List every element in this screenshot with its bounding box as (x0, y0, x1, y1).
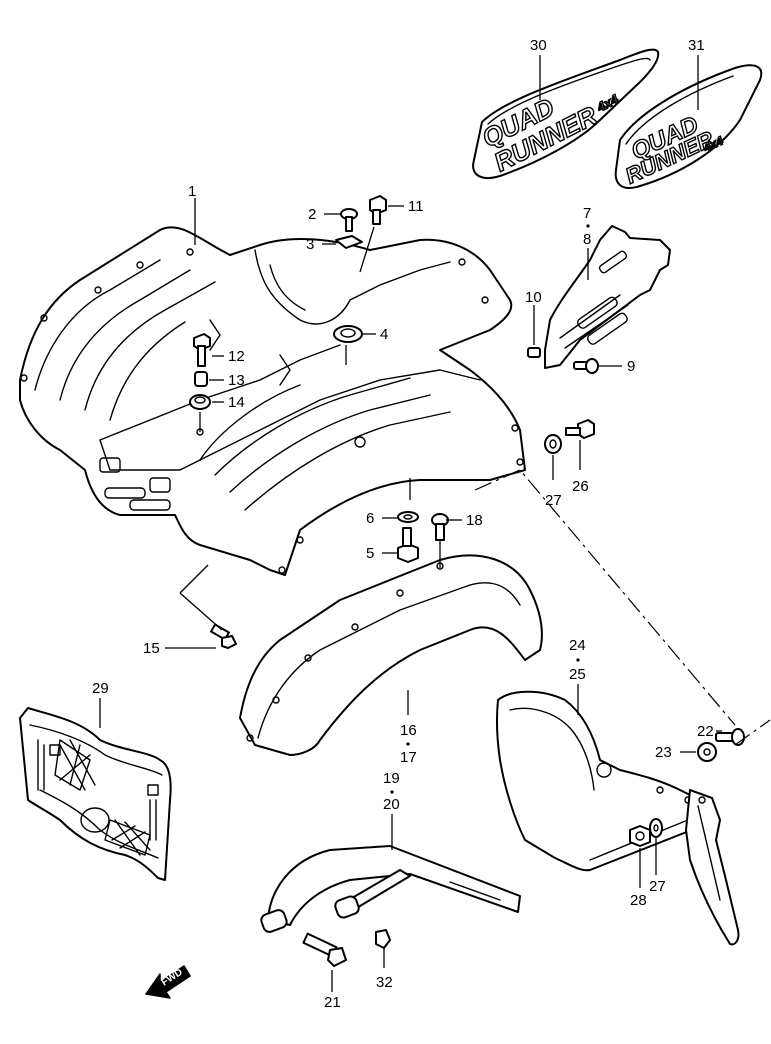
part-number-labels: 1 2 3 4 5 6 7 8 9 10 11 12 13 14 15 16 1… (92, 37, 714, 1011)
part-number-4: 4 (380, 326, 388, 343)
part-number-14: 14 (228, 394, 245, 411)
part-number-18: 18 (466, 512, 483, 529)
stay-bracket (685, 789, 740, 946)
grommet-4 (333, 325, 363, 343)
bolt-26 (565, 419, 595, 439)
nut-28 (629, 825, 651, 847)
washer-27-upper (544, 434, 562, 454)
part-number-19: 19 (383, 770, 400, 787)
part-number-1: 1 (188, 183, 196, 200)
part-number-6: 6 (366, 510, 374, 527)
screw-2 (340, 208, 358, 232)
part-number-12: 12 (228, 348, 245, 365)
fwd-arrow-icon: FWD (145, 965, 191, 999)
screw-9 (573, 358, 599, 374)
part-number-11: 11 (408, 198, 424, 215)
bolt-5 (397, 527, 419, 563)
washer-6 (397, 511, 419, 523)
part-number-2: 2 (308, 206, 316, 223)
part-number-13: 13 (228, 372, 245, 389)
part-number-24: 24 (569, 637, 586, 654)
part-number-29: 29 (92, 680, 109, 697)
leader-lines (99, 55, 722, 992)
collar-13 (194, 371, 208, 387)
part-number-30: 30 (530, 37, 547, 54)
grommet-14 (189, 394, 211, 410)
connector-dot-16-17 (406, 742, 410, 746)
decal-31: QUAD RUNNER 4x4 (614, 64, 763, 189)
assembly-line-stay (734, 719, 771, 746)
clip-nut-10 (527, 347, 541, 358)
bolt-12 (193, 333, 211, 367)
part-number-7: 7 (583, 205, 591, 222)
part-number-23: 23 (655, 744, 672, 761)
part-number-3: 3 (306, 236, 314, 253)
part-number-31: 31 (688, 37, 705, 54)
connector-dot-19-20 (390, 790, 394, 794)
part-number-16: 16 (400, 722, 417, 739)
connector-dot-7-8 (586, 224, 590, 228)
part-number-17: 17 (400, 749, 417, 766)
rear-fender-1 (19, 226, 526, 576)
bracket-7-8 (544, 225, 671, 369)
clip-nut-3 (335, 235, 363, 249)
frame-bar-19-20 (260, 845, 521, 933)
part-number-27-lower: 27 (649, 878, 666, 895)
part-number-28: 28 (630, 892, 647, 909)
clip-32 (375, 929, 391, 949)
part-number-20: 20 (383, 796, 400, 813)
part-number-27-upper: 27 (545, 492, 562, 509)
washer-23 (697, 742, 717, 762)
guard-29 (19, 707, 172, 881)
inner-fender-24-25 (495, 690, 714, 872)
mud-flap-16-17 (239, 554, 543, 756)
assembly-line-bracket (474, 469, 736, 726)
part-number-22: 22 (697, 723, 714, 740)
bolt-15 (210, 623, 237, 649)
part-number-8: 8 (583, 231, 591, 248)
part-number-5: 5 (366, 545, 374, 562)
part-number-26: 26 (572, 478, 589, 495)
bolt-11 (369, 195, 387, 225)
part-number-10: 10 (525, 289, 542, 306)
part-number-21: 21 (324, 994, 341, 1011)
part-number-9: 9 (627, 358, 635, 375)
rivet-18 (431, 513, 449, 541)
part-number-32: 32 (376, 974, 393, 991)
part-number-15: 15 (143, 640, 160, 657)
part-number-25: 25 (569, 666, 586, 683)
washer-27-lower (649, 818, 663, 838)
connector-dot-24-25 (576, 658, 580, 662)
bolt-21 (302, 932, 347, 967)
